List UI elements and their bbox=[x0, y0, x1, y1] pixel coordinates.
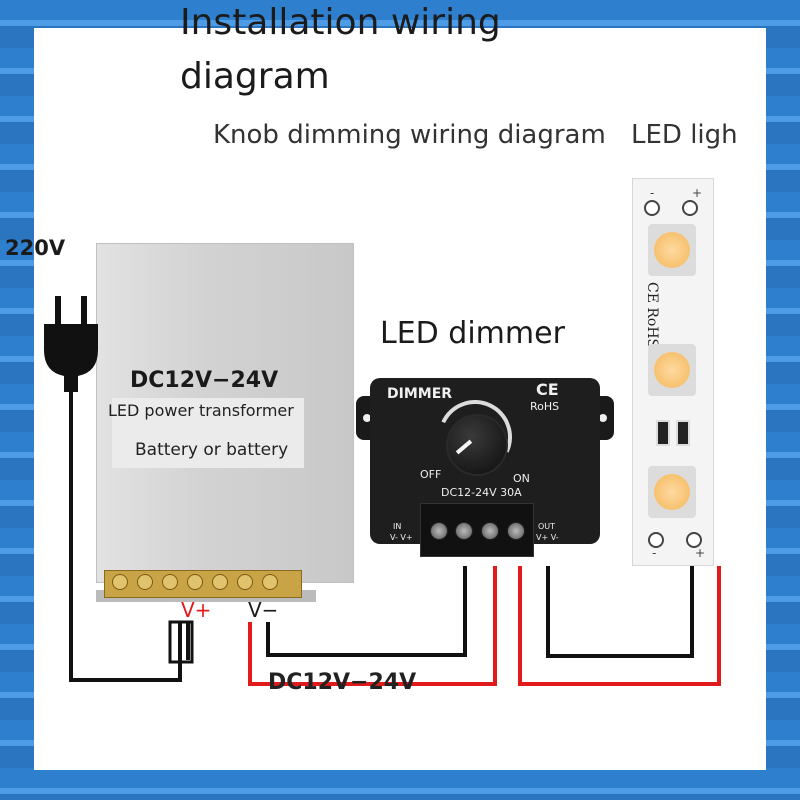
dimmer-terminal-screw bbox=[507, 522, 525, 540]
power-supply-label-panel bbox=[112, 398, 304, 468]
strip-plus-top: + bbox=[692, 186, 703, 200]
solder-pad bbox=[682, 200, 698, 216]
terminal-screw bbox=[262, 574, 278, 590]
rohs-mark: RoHS bbox=[530, 400, 560, 413]
resistor bbox=[676, 420, 690, 446]
led-emitter bbox=[654, 474, 690, 510]
terminal-screw bbox=[237, 574, 253, 590]
dimmer-terminal-screw bbox=[455, 522, 473, 540]
mains-voltage-label: 220V bbox=[5, 236, 66, 260]
v-plus-label: V+ bbox=[181, 598, 212, 622]
terminal-screw bbox=[212, 574, 228, 590]
strip-plus-bottom: + bbox=[695, 546, 706, 560]
power-supply-voltage: DC12V−24V bbox=[130, 368, 279, 393]
terminal-screw bbox=[137, 574, 153, 590]
power-supply-note: Battery or battery bbox=[135, 440, 289, 460]
led-emitter bbox=[654, 232, 690, 268]
out-polarity: V+ V- bbox=[536, 533, 559, 542]
terminal-screw bbox=[162, 574, 178, 590]
v-minus-label: V− bbox=[248, 598, 279, 622]
in-polarity: V- V+ bbox=[390, 533, 413, 542]
resistor bbox=[656, 420, 670, 446]
on-label: ON bbox=[513, 472, 530, 485]
output-voltage-label: DC12V−24V bbox=[268, 670, 417, 695]
solder-pad bbox=[648, 532, 664, 548]
led-dimmer-label: LED dimmer bbox=[380, 316, 565, 351]
solder-pad bbox=[686, 532, 702, 548]
mount-hole bbox=[599, 414, 607, 422]
out-label: OUT bbox=[538, 522, 556, 531]
dimmer-rating: DC12-24V 30A bbox=[441, 486, 522, 499]
terminal-screw bbox=[187, 574, 203, 590]
in-label: IN bbox=[393, 522, 402, 531]
off-label: OFF bbox=[420, 468, 442, 481]
power-plug-icon bbox=[44, 296, 98, 392]
title-line-1: Installation wiring bbox=[180, 2, 501, 43]
mains-wire bbox=[69, 390, 182, 682]
wire-psu-positive-to-dimmer bbox=[248, 566, 497, 686]
wire-dimmer-positive-to-strip bbox=[518, 566, 721, 686]
led-light-label: LED ligh bbox=[631, 120, 738, 150]
power-supply-name: LED power transformer bbox=[108, 401, 294, 420]
ce-mark: CE bbox=[536, 380, 559, 399]
solder-pad bbox=[644, 200, 660, 216]
dimmer-terminal-screw bbox=[481, 522, 499, 540]
subtitle: Knob dimming wiring diagram bbox=[213, 120, 606, 150]
dimmer-knob[interactable] bbox=[446, 414, 508, 476]
title-line-2: diagram bbox=[180, 56, 330, 97]
wire-psu-negative-to-dimmer bbox=[266, 566, 467, 657]
strip-minus-top: - bbox=[650, 186, 655, 200]
strip-minus-bottom: - bbox=[652, 546, 657, 560]
wire-dimmer-negative-to-strip bbox=[546, 566, 694, 658]
dimmer-brand: DIMMER bbox=[387, 386, 453, 402]
terminal-screw bbox=[112, 574, 128, 590]
led-emitter bbox=[654, 352, 690, 388]
mains-terminal bbox=[168, 620, 194, 664]
mount-hole bbox=[363, 414, 371, 422]
dimmer-terminal-screw bbox=[430, 522, 448, 540]
